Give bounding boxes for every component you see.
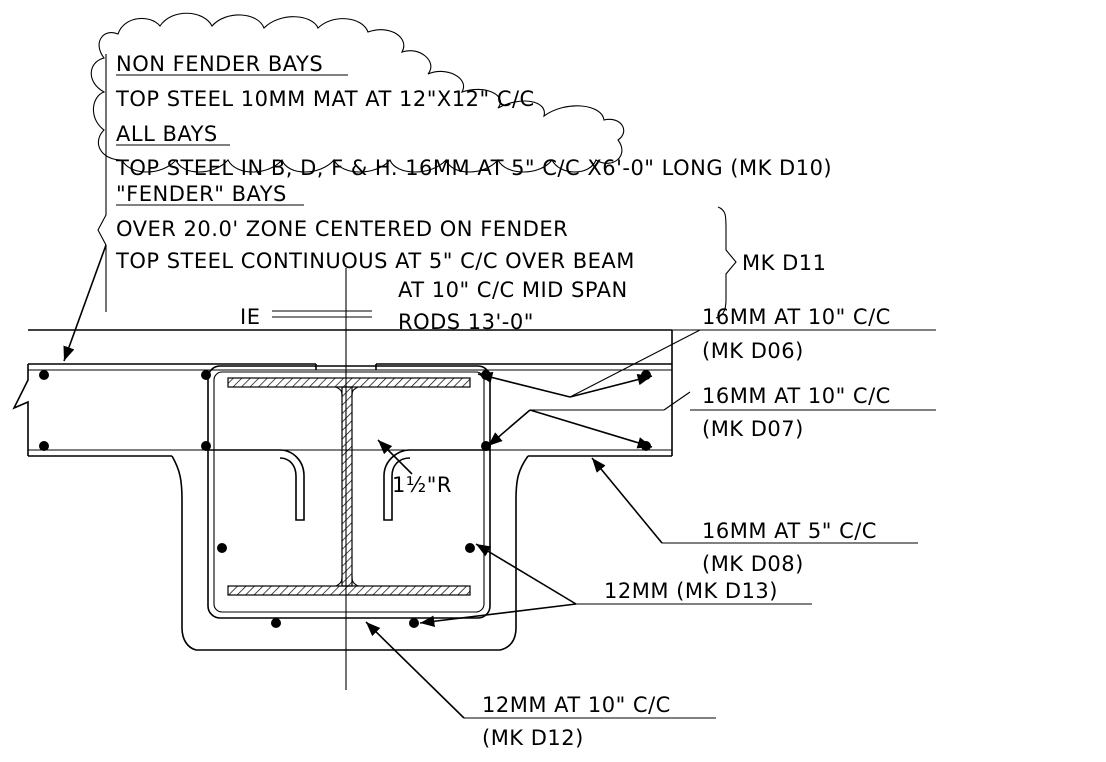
all-bays-line: TOP STEEL IN B, D, F & H. 16MM AT 5" C/C… [115, 156, 832, 180]
d07-mark-label: (MK D07) [702, 417, 804, 441]
d06-mark-label: (MK D06) [702, 339, 804, 363]
non-fender-heading: NON FENDER BAYS [116, 52, 323, 76]
d06-size-label: 16MM AT 10" C/C [702, 305, 891, 329]
note-leader [63, 244, 107, 362]
fender-line-2: TOP STEEL CONTINUOUS AT 5" C/C OVER BEAM [115, 249, 635, 273]
ie-label: IE [240, 305, 260, 329]
radius-label: 1½"R [392, 473, 452, 497]
i-beam [227, 377, 471, 596]
non-fender-line: TOP STEEL 10MM MAT AT 12"X12" C/C [115, 87, 535, 111]
haunch-outline [171, 455, 529, 651]
revision-cloud [90, 12, 625, 173]
all-bays-heading: ALL BAYS [116, 122, 218, 146]
radius-leader [377, 439, 413, 475]
d08-size-label: 16MM AT 5" C/C [702, 519, 877, 543]
fender-line-3: AT 10" C/C MID SPAN [398, 278, 628, 302]
stirrup-outer [207, 365, 491, 619]
fender-line-1: OVER 20.0' ZONE CENTERED ON FENDER [116, 217, 568, 241]
d07-size-label: 16MM AT 10" C/C [702, 384, 891, 408]
note-bracket [97, 54, 107, 312]
d13-label: 12MM (MK D13) [604, 579, 778, 603]
deck-slab [12, 329, 673, 457]
stirrup-inner [213, 371, 485, 613]
fender-heading: "FENDER" BAYS [116, 182, 287, 206]
hook-bar-left [208, 449, 305, 521]
fender-mark: MK D11 [742, 251, 826, 275]
mk-d11-brace [715, 206, 737, 319]
d12-mark-label: (MK D12) [482, 726, 584, 750]
d08-mark-label: (MK D08) [702, 552, 804, 576]
d12-size-label: 12MM AT 10" C/C [482, 693, 671, 717]
